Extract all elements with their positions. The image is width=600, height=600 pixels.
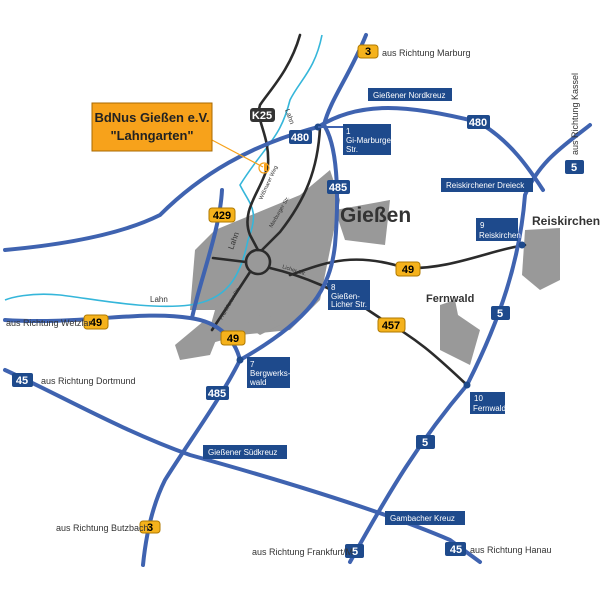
place-reiskirchen: Reiskirchen <box>532 214 600 228</box>
map-label: 45 <box>16 375 28 387</box>
west-street <box>211 256 248 264</box>
map-label: 5 <box>497 308 503 320</box>
dir-wetzlar: aus Richtung Wetzlar <box>6 318 91 328</box>
marburger-str <box>260 125 322 252</box>
dir-butzbach: aus Richtung Butzbach <box>56 523 149 533</box>
interchange-reiskirchener-dreieck: Reiskirchener Dreieck <box>441 178 533 192</box>
map-label: 49 <box>402 264 414 276</box>
map-label: 485 <box>329 182 347 194</box>
map-label: 480 <box>469 117 487 129</box>
place-fernwald: Fernwald <box>426 293 474 305</box>
shield-b49-south: 49 <box>220 330 246 346</box>
map-label: Gambacher Kreuz <box>390 514 455 523</box>
interchange-gambach: Gambacher Kreuz <box>385 511 465 525</box>
map-label: Str. <box>346 145 358 154</box>
shield-a5-north: 5 <box>565 160 584 174</box>
shield-a5-bottom: 5 <box>345 544 364 558</box>
map-label: 7 <box>250 360 255 369</box>
map-label: 3 <box>365 46 371 58</box>
map-label: 485 <box>208 388 226 400</box>
shield-b429: 429 <box>208 207 236 223</box>
map-label: 429 <box>213 210 231 222</box>
map-label: 1 <box>346 127 351 136</box>
shield-a45-west: 45 <box>12 373 33 387</box>
map-label: 8 <box>331 283 336 292</box>
shield-b49-west: 49 <box>83 314 109 330</box>
shield-a5-mid: 5 <box>491 306 510 320</box>
map-label: Reiskirchener Dreieck <box>446 181 525 190</box>
lahn-label-3: Lahn <box>283 108 295 125</box>
map-label: 480 <box>291 132 309 144</box>
map-label: Gießener Südkreuz <box>208 448 277 457</box>
map-label: Gi-Marburger <box>346 136 394 145</box>
shield-b485-south: 485 <box>206 386 229 400</box>
shield-b3-north: 3 <box>357 44 379 59</box>
map-label: Bergwerks- <box>250 369 291 378</box>
shield-b485-north: 485 <box>327 180 350 194</box>
interchange-suedkreuz: Gießener Südkreuz <box>203 445 287 459</box>
lahn-river <box>4 34 323 308</box>
map-label: "Lahngarten" <box>110 128 193 143</box>
map-label: 49 <box>90 317 102 329</box>
shield-b457: 457 <box>377 317 406 333</box>
city-giessen: Gießen <box>340 204 411 227</box>
dir-hanau: aus Richtung Hanau <box>470 545 552 555</box>
shield-b49-east: 49 <box>395 261 421 277</box>
shield-k25: K25 <box>250 108 275 122</box>
map-label: 45 <box>450 544 462 556</box>
map-label: Gießener Nordkreuz <box>373 91 445 100</box>
map-label: 10 <box>474 394 483 403</box>
city-areas <box>175 170 560 365</box>
map-label: 3 <box>147 522 153 534</box>
dir-marburg: aus Richtung Marburg <box>382 48 471 58</box>
shield-a5-south: 5 <box>416 435 435 449</box>
interchange-nordkreuz: Gießener Nordkreuz <box>368 88 452 101</box>
k25-road <box>246 33 302 252</box>
map-label: 457 <box>382 320 400 332</box>
callout-box: BdNus Gießen e.V. "Lahngarten" <box>91 102 213 152</box>
map-label: 49 <box>227 333 239 345</box>
dir-frankfurt: aus Richtung Frankfurt/M <box>252 547 353 557</box>
map-label: wald <box>249 378 266 387</box>
map-label: 9 <box>480 221 485 230</box>
map-label: Gießen- <box>331 292 360 301</box>
map-label: 5 <box>422 437 428 449</box>
map-label: K25 <box>252 110 272 122</box>
map-label: BdNus Gießen e.V. <box>94 110 209 125</box>
lahn-label: Lahn <box>150 295 168 304</box>
frankfurter-str <box>210 270 252 332</box>
dir-dortmund: aus Richtung Dortmund <box>41 376 136 386</box>
location-marker-icon <box>258 162 270 174</box>
map-label: Fernwald <box>473 404 506 413</box>
map-label: Licher Str. <box>331 300 367 309</box>
shield-b3-south: 3 <box>139 520 161 534</box>
map-label: 5 <box>352 546 358 558</box>
shield-a480-east: 480 <box>467 115 490 129</box>
shield-a45-east: 45 <box>445 542 466 556</box>
dir-kassel: aus Richtung Kassel <box>570 73 580 155</box>
map-label: 5 <box>571 162 577 174</box>
map-label: Reiskirchen <box>479 231 521 240</box>
shield-a480-west: 480 <box>289 130 312 144</box>
